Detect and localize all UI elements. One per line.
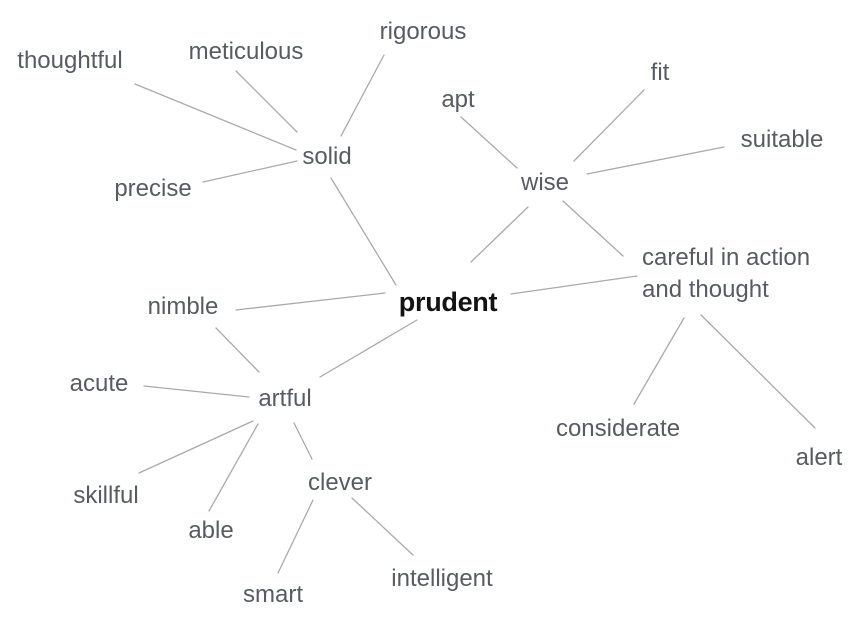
careful-line-2: and thought: [642, 276, 769, 303]
node-artful: artful: [258, 385, 312, 412]
node-meticulous: meticulous: [188, 38, 304, 65]
edge-precise-solid: [202, 160, 298, 183]
edge-rigorous-solid: [340, 54, 385, 137]
node-prudent-center: prudent: [398, 287, 498, 317]
node-suitable: suitable: [740, 126, 824, 153]
edge-prudent-careful: [510, 275, 638, 295]
node-skillful: skillful: [73, 482, 139, 509]
node-rigorous: rigorous: [379, 18, 467, 45]
node-alert: alert: [795, 444, 843, 471]
edge-nimble-prudent: [235, 292, 386, 311]
edge-apt-wise: [460, 116, 518, 169]
edge-clever-smart: [277, 499, 314, 574]
node-precise: precise: [114, 175, 192, 202]
node-clever: clever: [307, 469, 373, 496]
node-acute: acute: [69, 370, 129, 397]
edge-careful-considerate: [633, 317, 685, 405]
edge-able-artful: [208, 423, 259, 512]
edge-artful-clever: [293, 422, 313, 460]
node-wise: wise: [520, 169, 570, 196]
node-nimble: nimble: [147, 293, 219, 320]
edge-fit-wise: [573, 89, 645, 162]
edge-nimble-artful: [215, 327, 260, 373]
node-smart: smart: [243, 581, 303, 608]
node-able: able: [188, 517, 234, 544]
node-intelligent: intelligent: [391, 565, 493, 592]
careful-line-1: careful in action: [642, 244, 811, 271]
edge-artful-prudent: [319, 319, 418, 378]
edge-thoughtful-solid: [134, 83, 297, 151]
node-fit: fit: [650, 59, 670, 86]
node-thoughtful: thoughtful: [17, 47, 123, 74]
edge-clever-intelligent: [351, 497, 414, 556]
edge-wise-careful: [562, 200, 624, 257]
edge-acute-artful: [143, 385, 250, 398]
node-solid: solid: [302, 143, 352, 170]
node-careful-in-action-and-thought: careful in action and thought: [642, 242, 810, 306]
node-apt: apt: [441, 86, 475, 113]
edge-careful-alert: [700, 314, 816, 429]
edge-meticulous-solid: [235, 70, 298, 133]
edge-suitable-wise: [586, 146, 725, 175]
edge-wise-prudent: [470, 206, 529, 263]
node-considerate: considerate: [555, 415, 681, 442]
edge-solid-prudent: [330, 177, 397, 286]
edge-skillful-artful: [138, 420, 254, 474]
